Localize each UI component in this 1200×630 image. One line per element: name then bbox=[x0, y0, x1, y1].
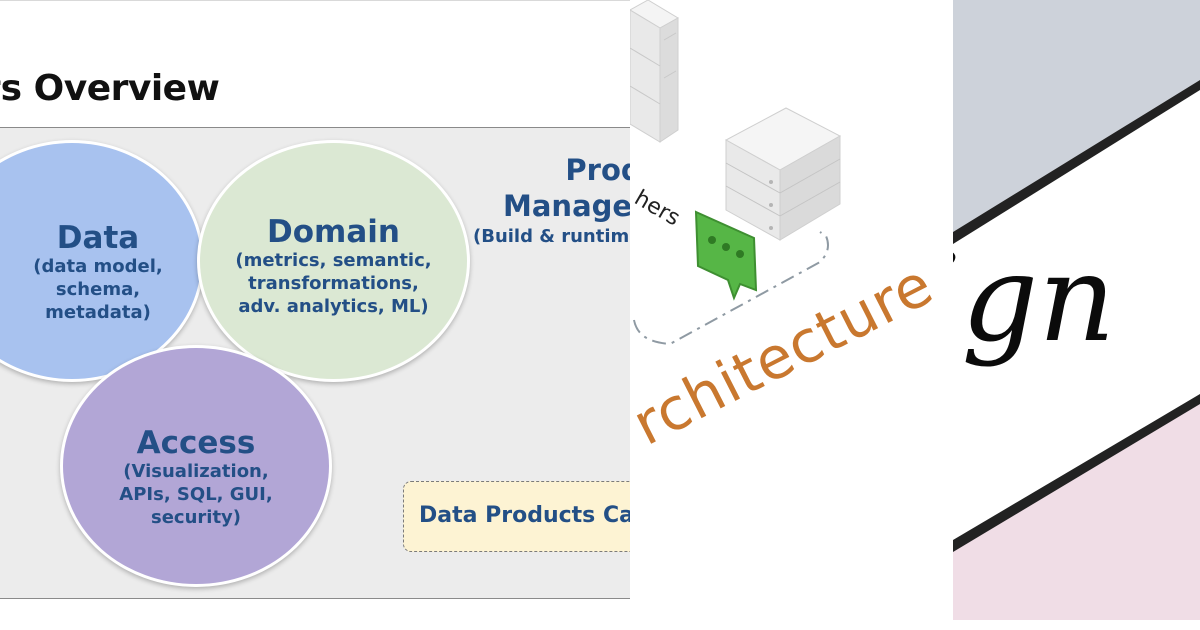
data-products-catalog-box: Data Products Ca bbox=[403, 481, 630, 552]
server-rack-icon bbox=[724, 107, 842, 241]
design-heading: ign bbox=[953, 230, 1116, 369]
catalog-label: Data Products Ca bbox=[419, 503, 630, 528]
domain-circle: Domain (metrics, semantic, transformatio… bbox=[197, 140, 470, 382]
bottom-pink-band bbox=[953, 398, 1200, 630]
design-background bbox=[953, 0, 1200, 630]
access-circle-heading: Access bbox=[136, 425, 256, 461]
top-divider bbox=[0, 0, 630, 1]
bottom-ink-line bbox=[953, 394, 1200, 552]
data-circle-detail: (data model, schema, metadata) bbox=[33, 256, 163, 323]
product-management-line2: Managem bbox=[503, 189, 630, 223]
top-ink-line bbox=[953, 80, 1200, 244]
domain-circle-heading: Domain bbox=[267, 214, 400, 250]
architecture-panel: hers rchitecture bbox=[630, 0, 953, 630]
product-management-detail: (Build & runtime bbox=[473, 226, 630, 247]
server-rack-icon bbox=[630, 0, 679, 143]
top-grey-band bbox=[953, 0, 1200, 232]
dashed-platform-outline bbox=[633, 231, 829, 346]
design-panel: ign bbox=[953, 0, 1200, 630]
product-management-heading: Produ Managem bbox=[503, 152, 630, 224]
access-circle: Access (Visualization, APIs, SQL, GUI, s… bbox=[60, 345, 332, 587]
slide-panel: ucts Overview Data (data model, schema, … bbox=[0, 0, 630, 599]
data-circle-heading: Data bbox=[56, 220, 140, 256]
access-circle-detail: (Visualization, APIs, SQL, GUI, security… bbox=[119, 461, 273, 528]
slide-title: ucts Overview bbox=[0, 68, 220, 109]
architecture-illustration bbox=[630, 0, 842, 346]
chat-bubble-icon bbox=[694, 210, 758, 301]
domain-circle-detail: (metrics, semantic, transformations, adv… bbox=[235, 250, 432, 317]
data-circle: Data (data model, schema, metadata) bbox=[0, 140, 204, 382]
product-management-line1: Produ bbox=[565, 153, 630, 187]
